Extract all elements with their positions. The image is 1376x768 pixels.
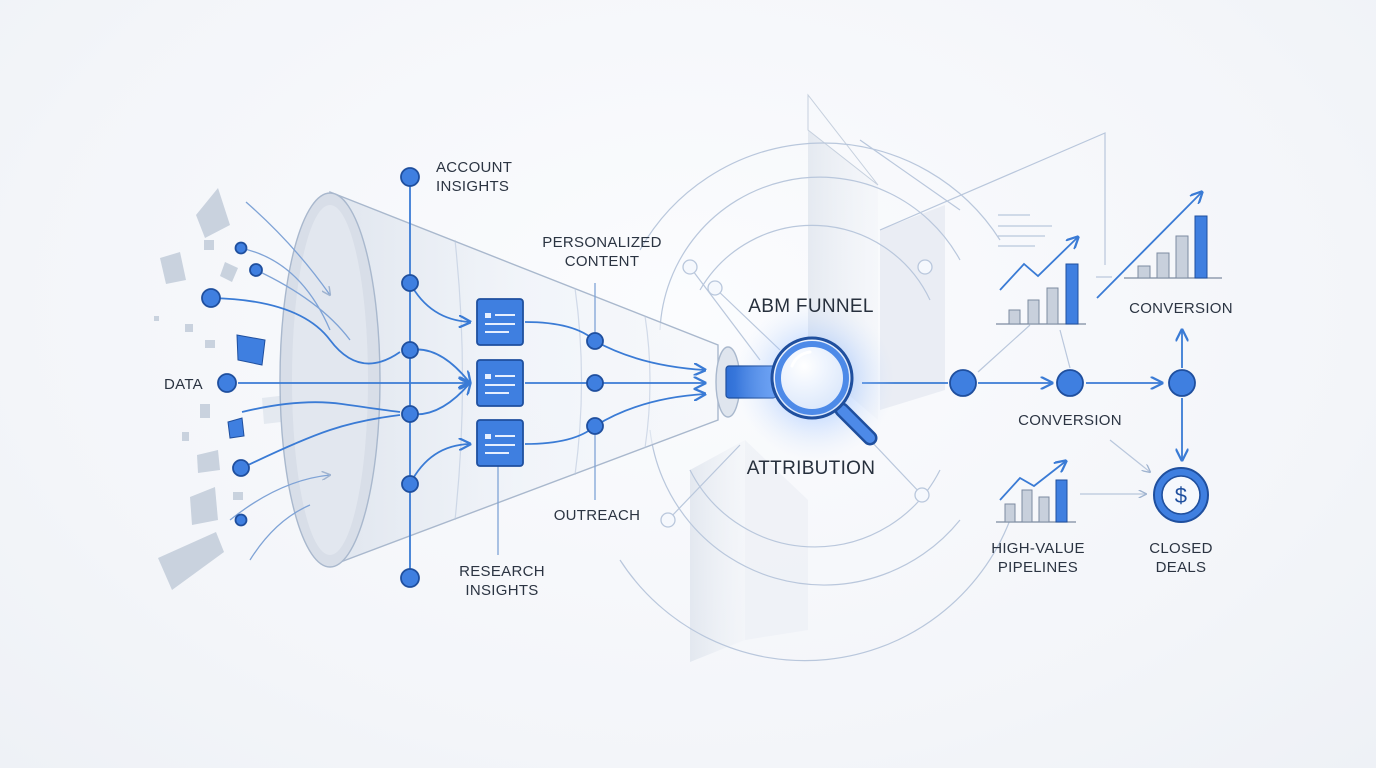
label-closed-deals-line1: CLOSED xyxy=(1149,540,1213,557)
label-personalized-content-line2: CONTENT xyxy=(565,253,640,270)
document-icon xyxy=(476,419,524,467)
bar-chart-icon xyxy=(1096,192,1222,299)
label-account-insights-line2: INSIGHTS xyxy=(436,178,509,195)
label-conversion-mid: CONVERSION xyxy=(1018,412,1122,429)
label-personalized-content-line1: PERSONALIZED xyxy=(542,234,661,251)
labels: DATA ACCOUNT INSIGHTS PERSONALIZED CONTE… xyxy=(164,159,1233,599)
document-icon xyxy=(476,298,524,346)
dollar-coin-icon: $ xyxy=(1153,467,1209,523)
label-conversion-top: CONVERSION xyxy=(1129,300,1233,317)
document-icon xyxy=(476,359,524,407)
label-closed-deals-line2: DEALS xyxy=(1156,559,1207,576)
label-high-value-pipelines-line2: PIPELINES xyxy=(998,559,1078,576)
magnifier-icon xyxy=(735,300,895,460)
flow-nodes xyxy=(201,167,1196,588)
label-attribution: ATTRIBUTION xyxy=(747,458,876,479)
flow-lines xyxy=(238,177,1182,578)
label-high-value-pipelines-line1: HIGH-VALUE xyxy=(991,540,1085,557)
bar-chart-icon xyxy=(996,461,1076,523)
bar-chart-icon xyxy=(996,214,1086,325)
label-research-insights-line1: RESEARCH xyxy=(459,563,545,580)
label-research-insights-line2: INSIGHTS xyxy=(465,582,538,599)
input-curves xyxy=(211,201,401,561)
label-account-insights-line1: ACCOUNT xyxy=(436,159,512,176)
label-outreach: OUTREACH xyxy=(554,507,641,524)
label-abm-funnel: ABM FUNNEL xyxy=(748,296,873,317)
label-data: DATA xyxy=(164,376,203,393)
dollar-symbol: $ xyxy=(1175,483,1188,508)
